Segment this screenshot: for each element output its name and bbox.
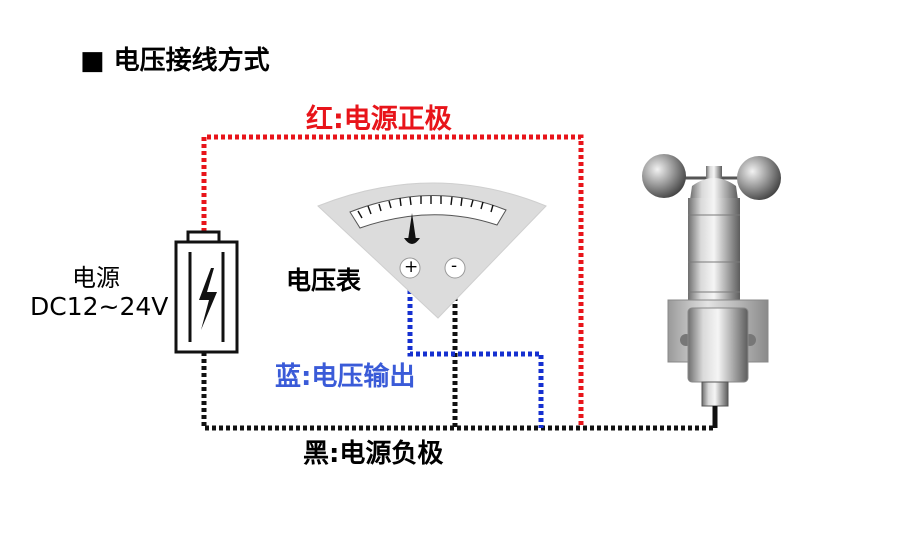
terminal-minus	[444, 257, 466, 279]
cable-gland	[701, 381, 729, 407]
red-wire-label: 红:电源正极	[306, 104, 452, 135]
black-wire-label: 黑:电源负极	[303, 439, 444, 469]
section-title: ■ 电压接线方式	[80, 46, 270, 76]
power-supply-voltage: DC12~24V	[30, 292, 169, 321]
blue-wire	[407, 283, 544, 428]
voltmeter-icon	[317, 182, 547, 319]
sensor-body	[688, 198, 740, 308]
meter-scale-ticks	[357, 196, 494, 219]
blue-wire-label: 蓝:电压输出	[275, 362, 416, 392]
anemometer-cup-left	[642, 154, 686, 198]
red-wire	[201, 134, 584, 428]
cup-anemometer-icon	[642, 154, 781, 428]
terminal-plus	[399, 257, 421, 279]
anemometer-cup-right	[737, 156, 781, 200]
meter-needle	[408, 213, 416, 240]
voltmeter-label: 电压表	[286, 266, 362, 295]
battery-icon	[174, 230, 239, 354]
terminal-minus-label: -	[451, 256, 458, 276]
power-supply-label: 电源	[72, 264, 120, 292]
terminal-plus-label: +	[404, 257, 419, 277]
lightning-bolt-icon	[199, 268, 217, 330]
